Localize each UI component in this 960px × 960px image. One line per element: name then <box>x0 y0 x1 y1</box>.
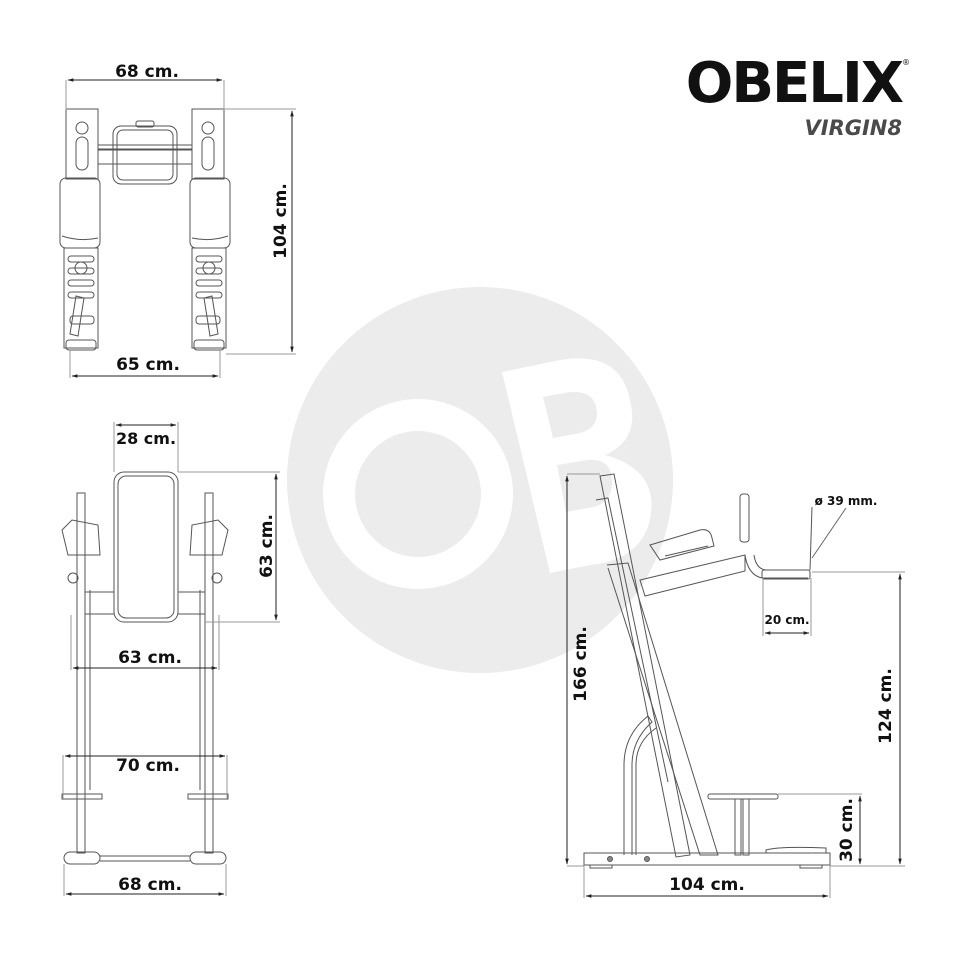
dim-front-handle-spacing: 63 cm. <box>118 648 182 668</box>
top-view-labels: 68 cm. 104 cm. 65 cm. <box>115 62 291 375</box>
dim-front-backpad-height: 63 cm. <box>257 514 277 578</box>
dim-front-base-width: 68 cm. <box>118 875 182 895</box>
dim-front-backpad-width: 28 cm. <box>116 429 176 448</box>
dim-side-overall-height: 166 cm. <box>571 626 591 702</box>
dim-front-step-width: 70 cm. <box>116 756 180 776</box>
dim-side-tube-diameter: ø 39 mm. <box>815 494 878 508</box>
model-name: VIRGIN8 <box>804 116 902 140</box>
top-view-drawing <box>59 78 296 378</box>
dim-top-base-width: 65 cm. <box>116 355 180 375</box>
watermark-logo <box>287 287 673 673</box>
brand-name: OBELIX <box>685 51 904 116</box>
front-view-labels: 28 cm. 63 cm. 63 cm. 70 cm. 68 cm. <box>116 429 277 895</box>
dim-top-overall-width: 68 cm. <box>115 62 179 82</box>
registered-mark: ® <box>902 58 910 67</box>
dim-side-step-height: 30 cm. <box>837 798 857 862</box>
brand-logo: OBELIX ® VIRGIN8 <box>686 56 910 141</box>
dim-side-grip-length: 20 cm. <box>764 613 809 627</box>
dim-side-base-length: 104 cm. <box>669 875 745 895</box>
side-view-labels: ø 39 mm. 20 cm. 166 cm. 124 cm. 30 cm. 1… <box>571 494 896 895</box>
front-view-drawing <box>61 422 280 896</box>
dim-side-handle-height: 124 cm. <box>876 668 896 744</box>
side-view-drawing <box>565 473 905 898</box>
dim-top-depth: 104 cm. <box>271 183 291 259</box>
